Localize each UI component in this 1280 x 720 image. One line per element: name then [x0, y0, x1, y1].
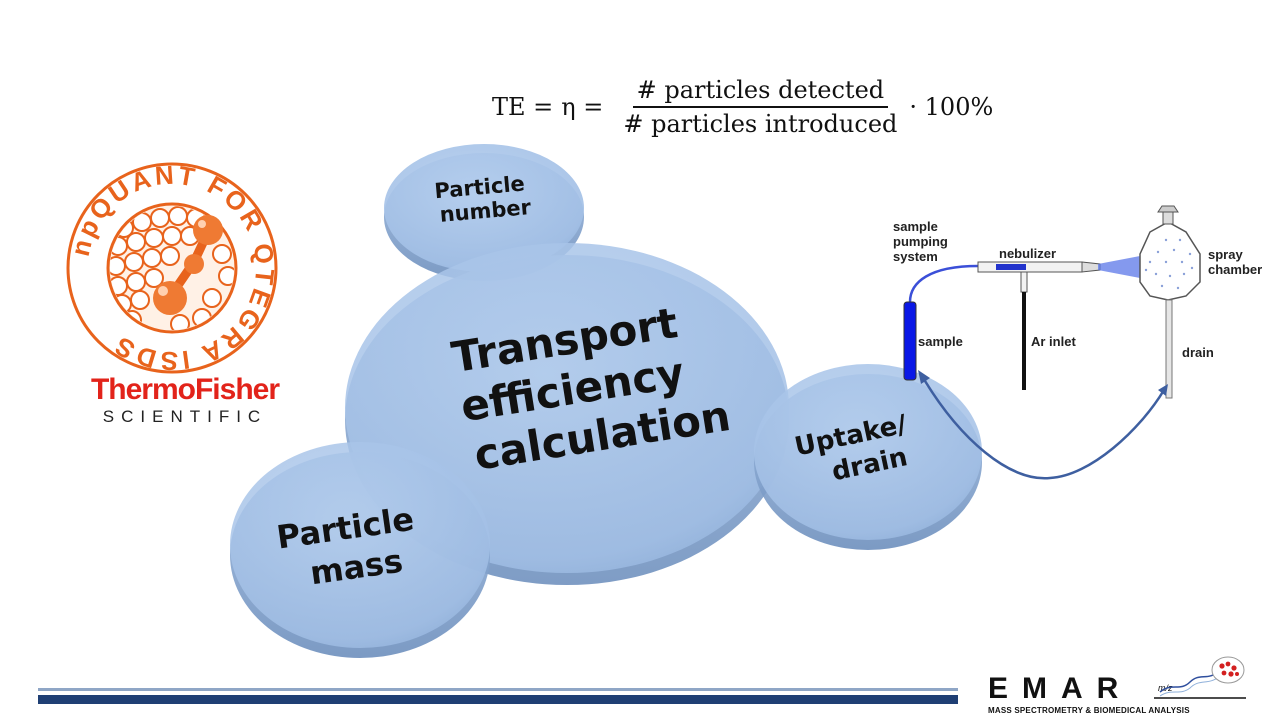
- label-drain: drain: [1182, 345, 1214, 360]
- uptake-drain-arrow: [920, 375, 1166, 480]
- formula-rhs: · 100%: [909, 93, 994, 121]
- formula-lhs: TE =: [492, 93, 554, 121]
- emar-logo-text: EMAR: [988, 672, 1133, 705]
- torch-connector-icon: [1157, 205, 1179, 213]
- drain-tube: [1165, 299, 1173, 399]
- footer-rule-dark: [38, 695, 958, 704]
- label-ar-inlet: Ar inlet: [1031, 334, 1076, 349]
- svg-text:Particle mass: Particle mass: [274, 498, 432, 596]
- nebulizer-flow: [996, 264, 1026, 270]
- pump-tube: [908, 264, 979, 303]
- bubble-particle-mass: Particle mass: [230, 442, 490, 658]
- arrow-head-right-icon: [1158, 384, 1168, 396]
- formula-denominator: # particles introduced: [623, 110, 898, 138]
- thermofisher-scientific: SCIENTIFIC: [102, 407, 268, 426]
- label-sample-pumping-system: sample pumping system: [893, 219, 948, 264]
- footer-rule-light: [38, 688, 958, 691]
- formula-numerator: # particles detected: [632, 76, 889, 108]
- thermofisher-wordmark: ThermoFisher: [90, 373, 280, 406]
- npquant-logo: npQUANT FOR QTEGRA ISDS: [65, 160, 278, 377]
- formula-fraction: # particles detected # particles introdu…: [619, 76, 901, 138]
- formula-eta: η =: [561, 93, 604, 121]
- label-sample: sample: [918, 334, 963, 349]
- spray-chamber: [1139, 221, 1201, 301]
- emar-spectrum-icon: [1154, 656, 1246, 699]
- emar-subtitle: MASS SPECTROMETRY & BIOMEDICAL ANALYSIS: [988, 706, 1190, 715]
- thermofisher-logo: ThermoFisher SCIENTIFIC: [70, 374, 300, 428]
- label-nebulizer: nebulizer: [999, 246, 1057, 261]
- label-spray-chamber: spray chamber: [1208, 247, 1263, 277]
- bubble-uptake-drain: Uptake/ drain: [754, 364, 982, 550]
- nebulizer-body: [977, 261, 1083, 273]
- sample-vial: [903, 301, 917, 381]
- arrow-head-left-icon: [918, 370, 930, 384]
- transport-efficiency-formula: TE = η = # particles detected # particle…: [492, 72, 993, 142]
- spray-plume: [1098, 256, 1140, 278]
